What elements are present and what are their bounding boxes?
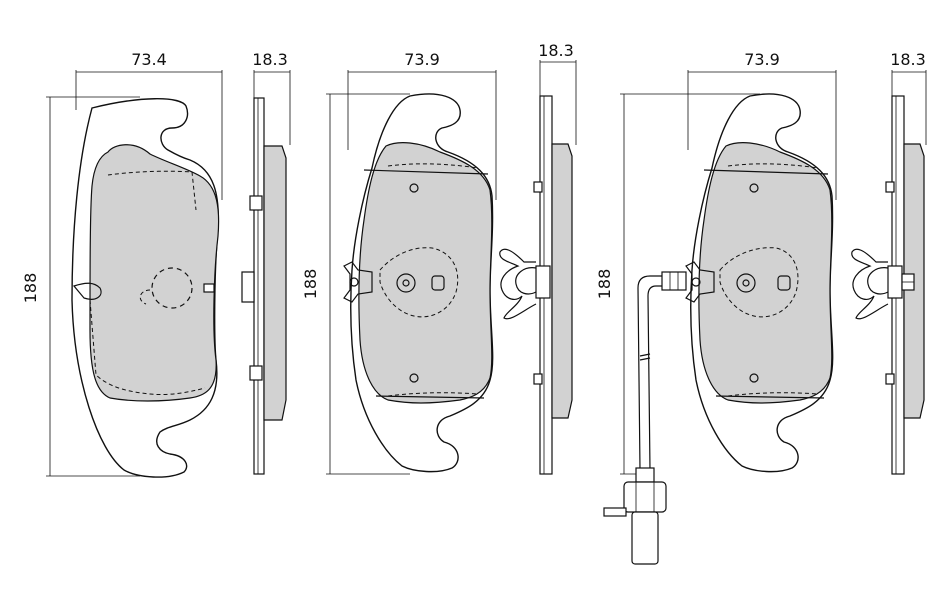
pad-side-view-right: 18.3 xyxy=(851,50,927,475)
pad-front-view-right xyxy=(685,93,834,473)
thickness-dimension-right: 18.3 xyxy=(890,50,926,69)
pad-view-left: 73.4 188 18.3 xyxy=(21,50,291,478)
width-dimension-left: 73.4 xyxy=(131,50,167,69)
pad-side-view-middle: 18.3 xyxy=(499,41,577,475)
width-dimension-middle: 73.9 xyxy=(404,50,440,69)
width-dimension-right: 73.9 xyxy=(744,50,780,69)
wear-sensor xyxy=(603,271,687,565)
thickness-dimension-left: 18.3 xyxy=(252,50,288,69)
height-dimension-middle: 188 xyxy=(301,269,320,300)
pad-front-view-left xyxy=(71,98,220,478)
thickness-dimension-middle: 18.3 xyxy=(538,41,574,60)
pad-front-view-middle xyxy=(343,93,494,473)
pad-view-middle: 73.9 188 18.3 xyxy=(301,41,577,475)
pad-side-view-left: 18.3 xyxy=(241,50,291,475)
pad-view-right: 73.9 188 xyxy=(595,50,927,565)
height-dimension-right: 188 xyxy=(595,269,614,300)
height-dimension-left: 188 xyxy=(21,273,40,304)
